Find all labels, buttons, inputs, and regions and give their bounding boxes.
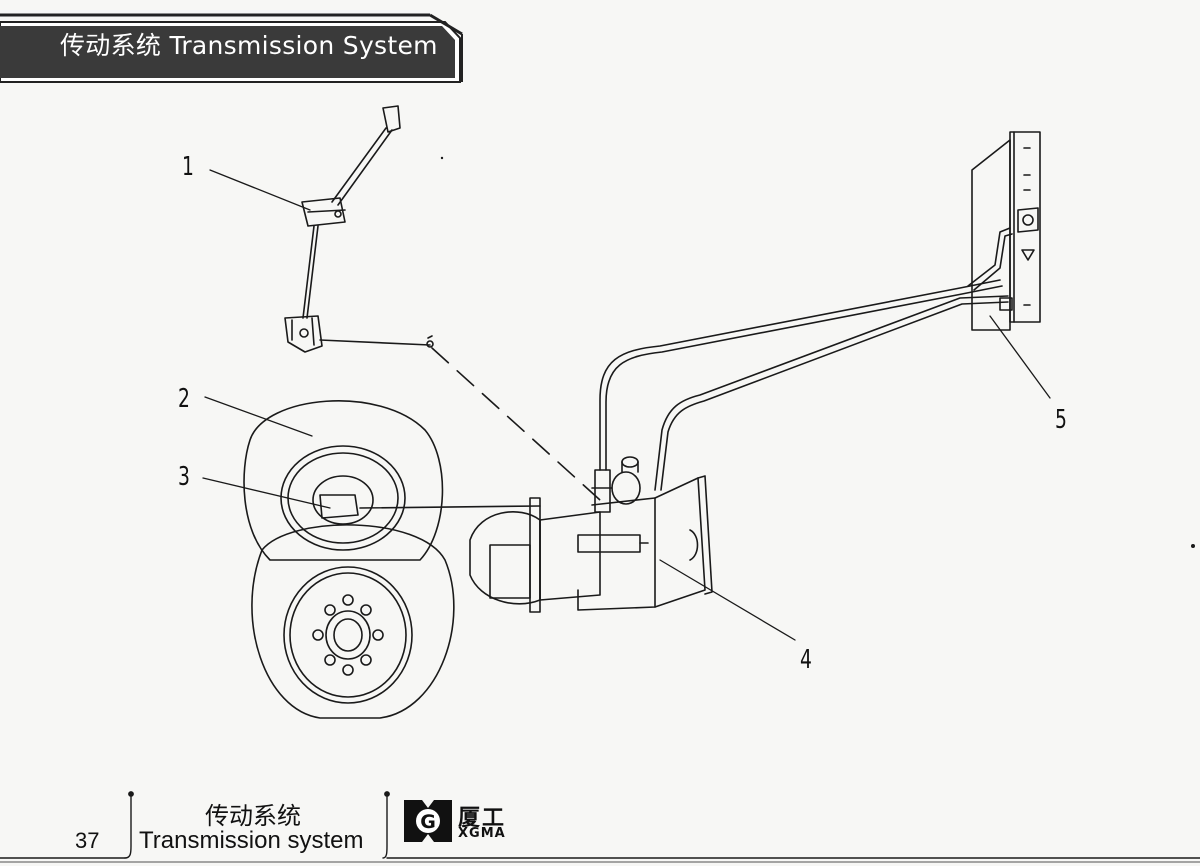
oil-hoses [599, 227, 1013, 491]
page-number: 37 [75, 828, 100, 853]
callout-4: 4 [800, 645, 812, 675]
rear-wheel [243, 400, 444, 561]
xgma-logo-icon: G [404, 800, 452, 842]
front-wheel [251, 524, 455, 719]
page-title: 传动系统 Transmission System [60, 31, 438, 60]
footer-section-en: Transmission system [139, 827, 364, 854]
brand-name-en: XGMA [458, 826, 506, 841]
radiator [971, 131, 1041, 331]
footer-section-cn: 传动系统 [205, 802, 301, 830]
brand-name-cn: 厦工 [458, 806, 507, 831]
pedal-linkage [284, 105, 434, 353]
header-band [0, 13, 463, 83]
callout-5: 5 [1055, 405, 1067, 435]
logo-letter: G [420, 811, 436, 833]
callout-1: 1 [182, 152, 194, 182]
callout-3: 3 [178, 462, 190, 492]
transmission-body [469, 456, 713, 613]
callout-2: 2 [178, 384, 190, 414]
